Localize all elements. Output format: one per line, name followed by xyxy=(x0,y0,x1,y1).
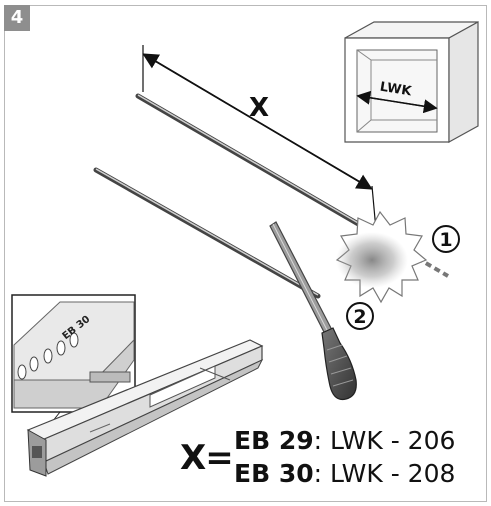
dimension-x: X xyxy=(142,45,377,231)
svg-text:1: 1 xyxy=(439,229,452,251)
svg-text:2: 2 xyxy=(353,306,366,328)
callout-2: 2 xyxy=(346,302,374,330)
dimension-label: X xyxy=(249,93,269,123)
file-tool-icon xyxy=(269,221,357,401)
saw-blade-icon xyxy=(335,210,428,304)
drawer-runner-icon xyxy=(26,339,264,477)
step-number-badge: 4 xyxy=(4,5,30,31)
rod-lower xyxy=(93,167,321,299)
callout-1: 1 xyxy=(432,225,460,253)
cabinet-icon: LWK xyxy=(344,20,479,144)
cabinet-width-label: LWK xyxy=(379,80,414,100)
detail-inset: EB 30 xyxy=(11,294,136,433)
